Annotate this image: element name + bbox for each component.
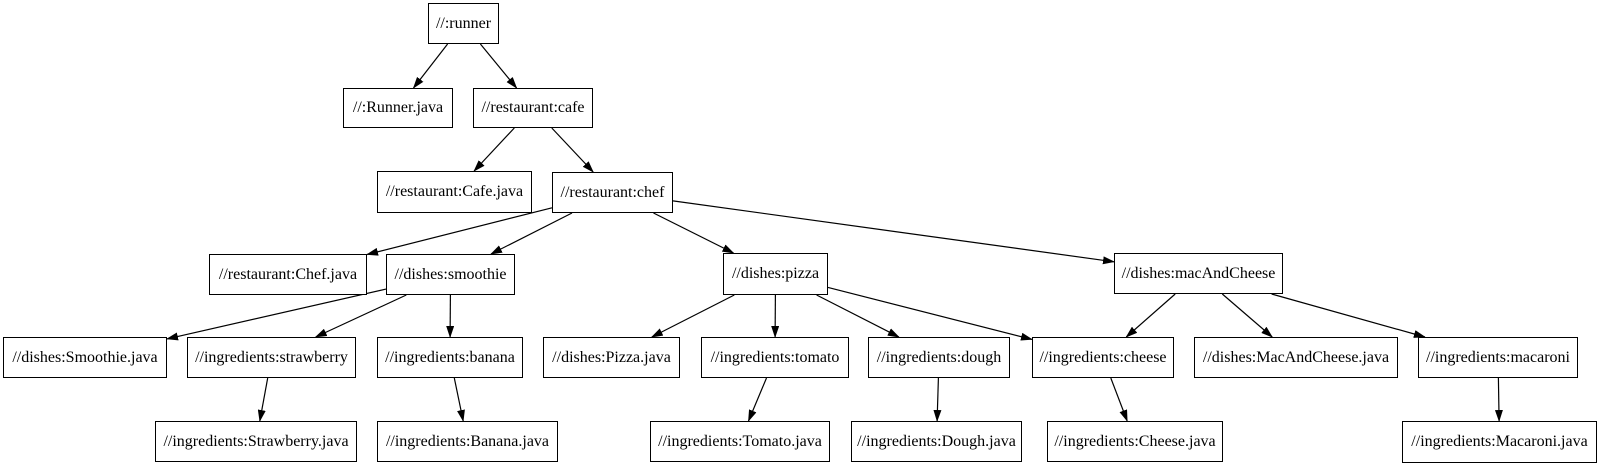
edge-mac-and-cheese-to-macaroni <box>1271 293 1426 338</box>
edge-smoothie-to-smoothie-java <box>166 288 387 341</box>
edge-dough-to-dough-java <box>933 377 942 422</box>
node-tomato-java: //ingredients:Tomato.java <box>650 421 830 462</box>
node-macaroni: //ingredients:macaroni <box>1418 337 1578 378</box>
edge-mac-and-cheese-to-cheese <box>1125 293 1176 338</box>
node-runner: //:runner <box>428 3 499 44</box>
edge-mac-and-cheese-to-mac-and-cheese-java <box>1221 293 1273 338</box>
edge-macaroni-to-macaroni-java <box>1494 377 1503 422</box>
edge-cafe-to-chef <box>551 127 594 173</box>
node-chef: //restaurant:chef <box>552 172 673 213</box>
edge-tomato-to-tomato-java <box>747 377 768 422</box>
edge-pizza-to-dough <box>816 294 900 338</box>
node-smoothie-java: //dishes:Smoothie.java <box>3 337 167 378</box>
node-mac-and-cheese-java: //dishes:MacAndCheese.java <box>1194 337 1398 378</box>
node-macaroni-java: //ingredients:Macaroni.java <box>1402 421 1597 463</box>
node-cafe-java: //restaurant:Cafe.java <box>377 171 532 213</box>
edge-cheese-to-cheese-java <box>1110 377 1128 422</box>
node-runner-java: //:Runner.java <box>343 88 453 128</box>
node-dough-java: //ingredients:Dough.java <box>851 421 1022 462</box>
node-cafe: //restaurant:cafe <box>473 88 593 128</box>
node-banana-java: //ingredients:Banana.java <box>377 421 558 462</box>
node-cheese: //ingredients:cheese <box>1032 337 1174 378</box>
edge-chef-to-chef-java <box>366 207 553 256</box>
edge-pizza-to-cheese <box>827 286 1033 341</box>
node-strawberry: //ingredients:strawberry <box>187 337 356 378</box>
edge-banana-to-banana-java <box>453 377 465 422</box>
edge-cafe-to-cafe-java <box>473 127 515 172</box>
node-chef-java: //restaurant:Chef.java <box>209 254 367 295</box>
node-banana: //ingredients:banana <box>377 337 523 378</box>
node-dough: //ingredients:dough <box>868 337 1010 378</box>
edge-chef-to-pizza <box>653 212 735 254</box>
edge-strawberry-to-strawberry-java <box>257 377 269 422</box>
edge-chef-to-smoothie <box>490 212 573 255</box>
node-strawberry-java: //ingredients:Strawberry.java <box>155 421 357 462</box>
node-pizza-java: //dishes:Pizza.java <box>543 337 680 378</box>
edge-runner-to-cafe <box>479 43 518 89</box>
node-pizza: //dishes:pizza <box>723 253 828 295</box>
node-smoothie: //dishes:smoothie <box>386 254 515 295</box>
edge-pizza-to-pizza-java <box>650 294 735 338</box>
node-cheese-java: //ingredients:Cheese.java <box>1047 421 1223 462</box>
edge-smoothie-to-strawberry <box>314 294 407 338</box>
edge-runner-to-runner-java <box>412 43 449 89</box>
node-mac-and-cheese: //dishes:macAndCheese <box>1114 253 1283 294</box>
node-tomato: //ingredients:tomato <box>701 337 849 378</box>
